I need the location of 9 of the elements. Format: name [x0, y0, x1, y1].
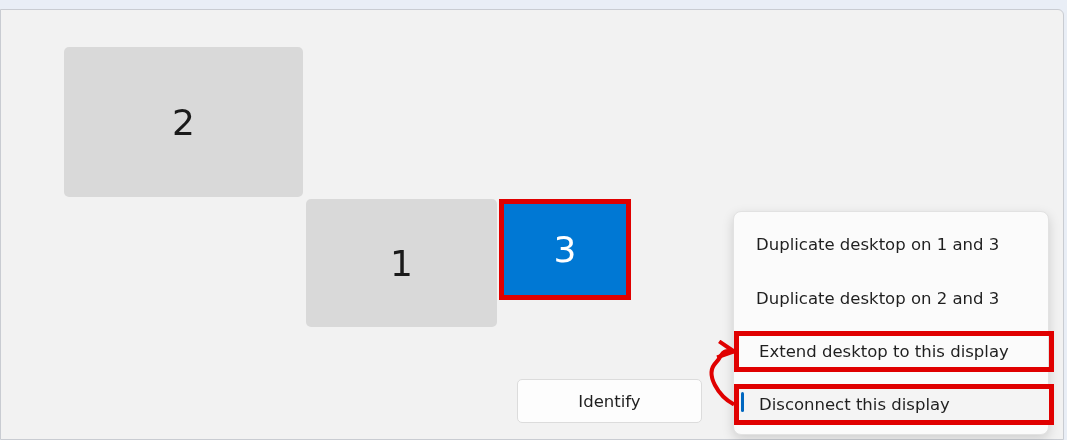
menu-item: Duplicate desktop on 1 and 3: [734, 222, 1050, 266]
menu-item: Extend desktop to this display: [734, 331, 1054, 372]
display-tile: 2: [64, 47, 303, 197]
menu-item: Disconnect this display: [734, 384, 1054, 425]
display-tile: 1: [306, 199, 497, 327]
selected-display-tile: 3: [499, 199, 631, 300]
menu-item: Duplicate desktop on 2 and 3: [734, 276, 1050, 320]
identify-button: Identify: [517, 379, 702, 423]
arrow: [709, 339, 736, 407]
